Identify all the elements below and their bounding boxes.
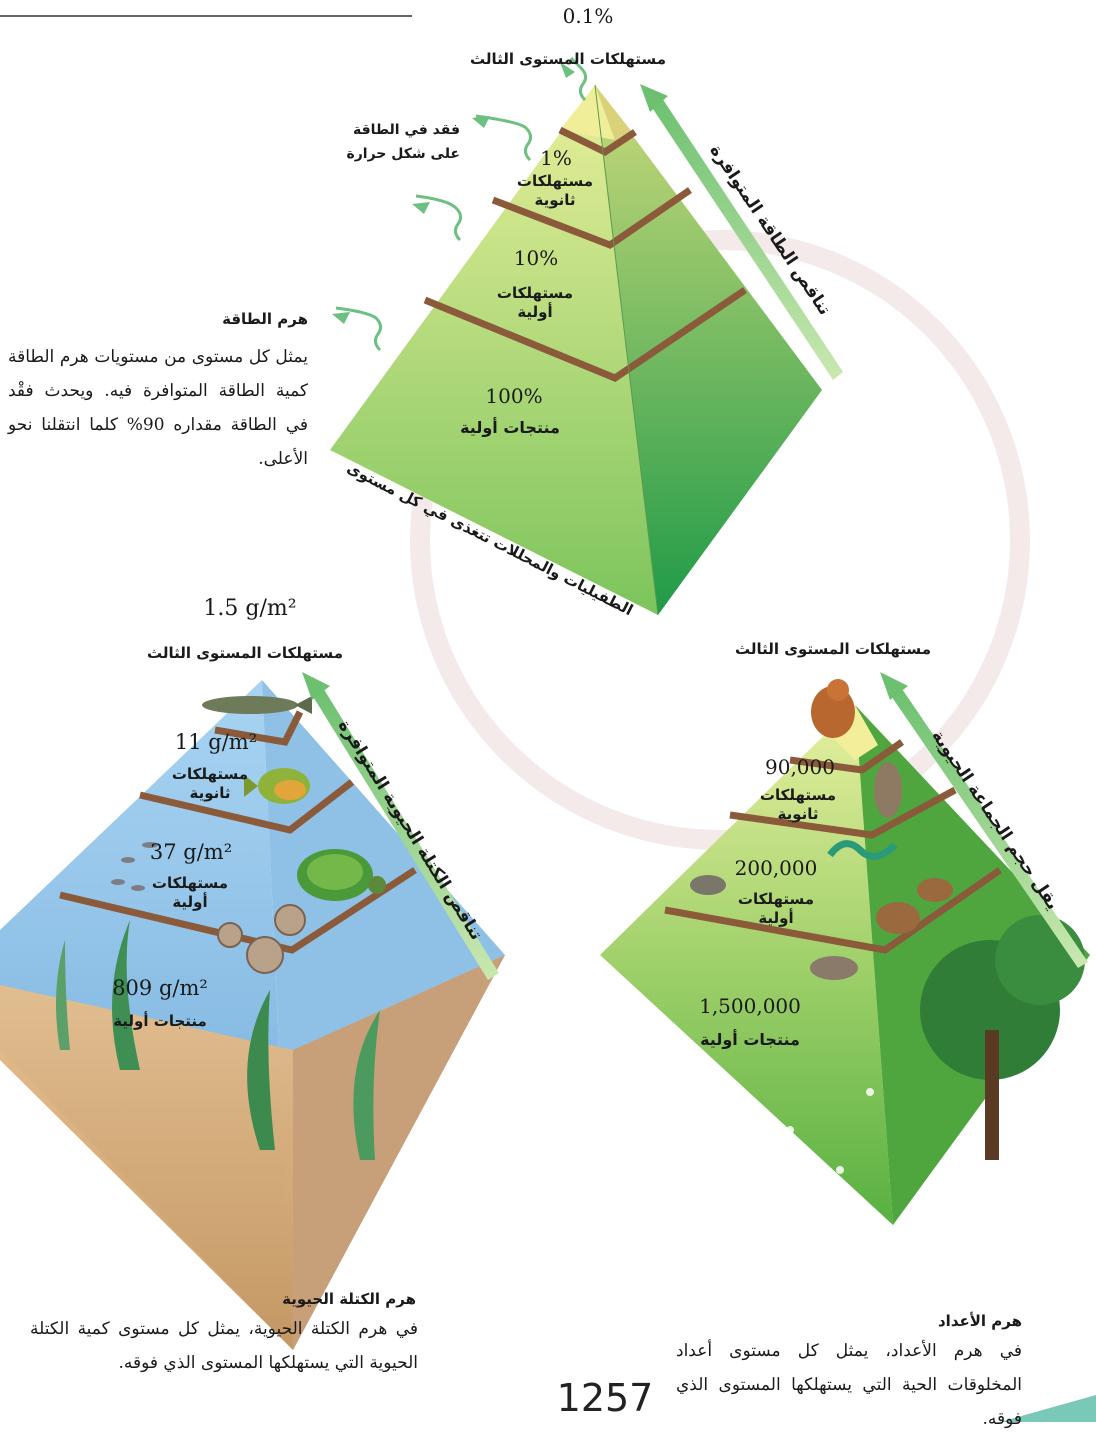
numbers-caption-title: هرم الأعداد: [937, 1312, 1022, 1330]
numbers-level2-line-2: ثانوية: [777, 804, 819, 823]
biomass-level2-line-2: ثانوية: [189, 783, 231, 802]
page-number: 1257: [556, 1376, 654, 1420]
corner-decoration: [1000, 1395, 1096, 1422]
biomass-caption-title: هرم الكتلة الحيوية: [282, 1290, 416, 1308]
energy-decrease-arrow: [640, 84, 843, 380]
heat-loss-line-2: على شكل حرارة: [346, 146, 460, 162]
biomass-caption-text: في هرم الكتلة الحيوية، يمثل كل مستوى كمي…: [30, 1319, 418, 1373]
biomass-top-value: 1.5 g/m²: [203, 596, 297, 621]
heat-loss-line-1: فقد في الطاقة: [352, 122, 460, 138]
numbers-level3-value: 200,000: [734, 856, 818, 880]
energy-top-percent: 0.1%: [562, 4, 614, 28]
energy-level4-label: منتجات أولية: [460, 418, 560, 437]
energy-caption-text: يمثل كل مستوى من مستويات هرم الطاقة كمية…: [8, 347, 308, 469]
energy-level3-percent: 10%: [513, 246, 559, 270]
population-decrease-arrow: [880, 672, 1088, 968]
biomass-level3-line-1: مستهلكات: [151, 874, 229, 892]
energy-level3-line-2: أولية: [517, 302, 553, 321]
numbers-caption-text: في هرم الأعداد، يمثل كل مستوى أعداد المخ…: [676, 1341, 1022, 1429]
numbers-level2-line-1: مستهلكات: [759, 786, 837, 804]
numbers-level3-line-1: مستهلكات: [737, 890, 815, 908]
energy-level4-percent: 100%: [485, 384, 543, 408]
biomass-decrease-arrow: [302, 672, 499, 980]
numbers-pyramid-shape: [600, 679, 1090, 1225]
energy-pyramid-shape: [330, 84, 822, 616]
numbers-level3-label: مستهلكات أولية: [726, 890, 826, 928]
energy-level2-line-2: ثانوية: [534, 190, 576, 209]
numbers-level2-label: مستهلكات ثانوية: [748, 786, 848, 824]
energy-level2-label: مستهلكات ثانوية: [500, 172, 610, 210]
biomass-level2-value: 11 g/m²: [174, 730, 258, 754]
energy-level3-line-1: مستهلكات: [496, 284, 574, 302]
biomass-level3-label: مستهلكات أولية: [140, 874, 240, 912]
biomass-level4-label: منتجات أولية: [113, 1012, 207, 1030]
numbers-level2-value: 90,000: [765, 755, 835, 779]
biomass-pyramid-shape: [0, 680, 505, 1350]
energy-level3-label: مستهلكات أولية: [480, 284, 590, 322]
heat-loss-label: فقد في الطاقة على شكل حرارة: [320, 118, 460, 166]
energy-caption-title: هرم الطاقة: [222, 310, 308, 328]
numbers-top-label: مستهلكات المستوى الثالث: [735, 640, 931, 658]
numbers-level4-value: 1,500,000: [699, 994, 801, 1018]
biomass-top-label: مستهلكات المستوى الثالث: [147, 644, 343, 662]
energy-top-label: مستهلكات المستوى الثالث: [470, 50, 666, 68]
energy-level2-line-1: مستهلكات: [516, 172, 594, 190]
biomass-level3-value: 37 g/m²: [149, 840, 233, 864]
energy-level2-percent: 1%: [540, 146, 572, 170]
numbers-level3-line-2: أولية: [758, 908, 794, 927]
biomass-level2-label: مستهلكات ثانوية: [160, 765, 260, 803]
biomass-level2-line-1: مستهلكات: [171, 765, 249, 783]
numbers-level4-label: منتجات أولية: [700, 1030, 800, 1049]
biomass-level4-value: 809 g/m²: [112, 976, 208, 1000]
biomass-level3-line-2: أولية: [172, 892, 208, 911]
heat-loss-arrows: [335, 56, 588, 352]
